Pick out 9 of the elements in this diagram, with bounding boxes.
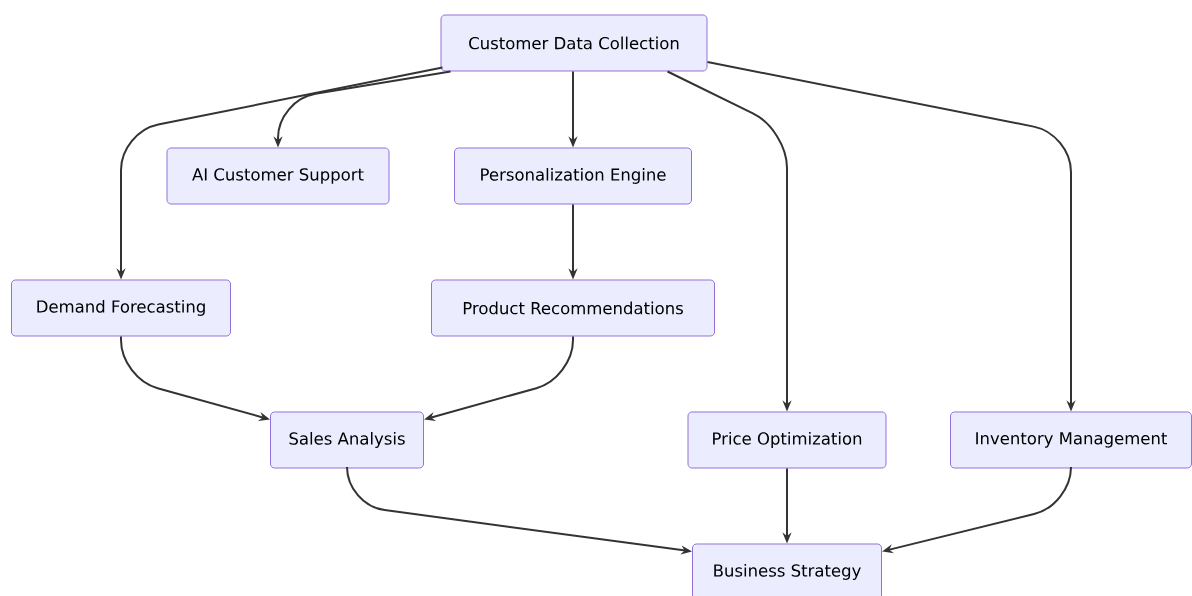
process-box: Business Strategy — [692, 543, 882, 596]
process-box: AI Customer Support — [166, 147, 390, 205]
process-box: Price Optimization — [687, 411, 887, 469]
process-box: Customer Data Collection — [440, 14, 708, 72]
process-box: Inventory Management — [950, 411, 1192, 469]
process-box: Personalization Engine — [454, 147, 692, 205]
process-box: Demand Forecasting — [11, 279, 231, 337]
process-box: Product Recommendations — [431, 279, 715, 337]
process-box: Sales Analysis — [270, 411, 424, 469]
